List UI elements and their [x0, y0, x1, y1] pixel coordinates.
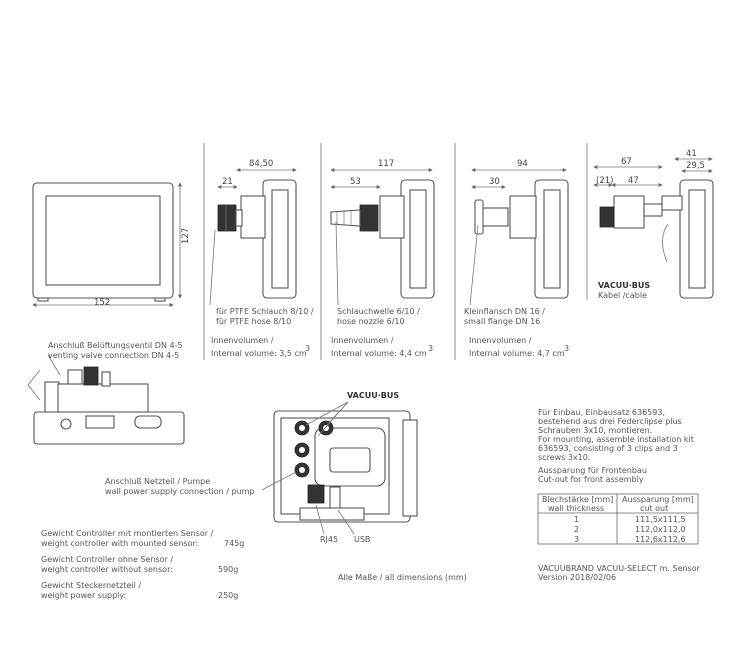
- install-notes: Für Einbau, Einbausatz 636593, bestehend…: [538, 408, 694, 484]
- svg-text:94: 94: [517, 159, 528, 169]
- svg-text:weight power supply:: weight power supply:: [41, 591, 126, 600]
- svg-text:weight controller with mounted: weight controller with mounted sensor:: [41, 539, 198, 548]
- svg-text:250g: 250g: [218, 591, 238, 600]
- svg-text:117: 117: [378, 159, 394, 169]
- front-view: 152 127: [32, 182, 191, 308]
- power-label-en: wall power supply connection / pump: [105, 487, 254, 496]
- table-cell: 1: [574, 515, 579, 524]
- svg-text:41: 41: [686, 149, 697, 159]
- front-width-label: 152: [94, 298, 110, 308]
- svg-text:für PTFE Schlauch 8/10 /: für PTFE Schlauch 8/10 /: [216, 307, 314, 316]
- svg-text:VACUU·BUS: VACUU·BUS: [598, 281, 650, 290]
- svg-text:Für Einbau, Einbausatz 636593,: Für Einbau, Einbausatz 636593,: [538, 408, 665, 417]
- svg-text:29,5: 29,5: [686, 161, 705, 171]
- table-header-thickness-en: wall thickness: [548, 504, 604, 513]
- svg-text:Kleinflansch DN 16 /: Kleinflansch DN 16 /: [464, 307, 545, 316]
- svg-text:small flange DN 16: small flange DN 16: [464, 317, 540, 326]
- svg-text:21: 21: [222, 177, 233, 187]
- svg-text:Innenvolumen /: Innenvolumen /: [211, 336, 274, 345]
- back-view: VACUU·BUS Anschluß Netzteil / Pumpe wall…: [105, 391, 418, 544]
- svg-text:Innenvolumen /: Innenvolumen /: [469, 336, 532, 345]
- svg-text:3: 3: [428, 344, 433, 353]
- svg-text:VACUUBRAND VACUU-SELECT m. Sen: VACUUBRAND VACUU-SELECT m. Sensor: [538, 564, 701, 573]
- venting-valve-label-de: Anschluß Belüftungsventil DN 4-5: [48, 341, 183, 350]
- svg-text:Aussparung für Frontenbau: Aussparung für Frontenbau: [538, 466, 647, 475]
- svg-text:590g: 590g: [218, 565, 238, 574]
- svg-text:3: 3: [564, 344, 569, 353]
- table-header-cutout-en: cut out: [640, 504, 668, 513]
- svg-text:67: 67: [621, 157, 632, 167]
- svg-text:Cut-out for front assembly: Cut-out for front assembly: [538, 475, 644, 484]
- variant-ptfe-hose: 84,50 21 für PTFE Schlauch 8/10 / für PT…: [209, 159, 314, 358]
- table-header-thickness-de: Blechstärke [mm]: [542, 495, 613, 504]
- svg-text:screws 3x10.: screws 3x10.: [538, 453, 590, 462]
- variant-small-flange: 94 30 Kleinflansch DN 16 / small flange …: [464, 159, 569, 358]
- all-dimensions-note: Alle Maße / all dimensions (mm): [338, 573, 467, 582]
- table-cell: 3: [574, 535, 579, 544]
- svg-text:Schrauben 3x10, montieren.: Schrauben 3x10, montieren.: [538, 426, 652, 435]
- variant-vacuu-bus-cable: 67 41 29,5 (21) 47 VACUU·BUS Kabel /cabl…: [593, 149, 714, 300]
- table-cell: 2: [574, 525, 579, 534]
- weights-block: Gewicht Controller mit montierten Sensor…: [41, 529, 244, 600]
- svg-text:hose nozzle 6/10: hose nozzle 6/10: [337, 317, 405, 326]
- svg-text:53: 53: [350, 177, 361, 187]
- svg-text:bestehend aus drei Federclipse: bestehend aus drei Federclipse plus: [538, 417, 682, 426]
- svg-text:47: 47: [628, 176, 639, 186]
- variant-hose-nozzle: 117 53 Schlauchwelle 6/10 / hose nozzle …: [330, 159, 435, 358]
- table-cell: 112,6x112,6: [635, 535, 686, 544]
- svg-text:weight controller without sens: weight controller without sensor:: [41, 565, 173, 574]
- svg-text:Gewicht Controller mit montier: Gewicht Controller mit montierten Sensor…: [41, 529, 214, 538]
- svg-text:For mounting, assemble install: For mounting, assemble installation kit: [538, 435, 694, 444]
- svg-text:Kabel /cable: Kabel /cable: [598, 291, 647, 300]
- svg-text:Internal volume: 4,7 cm: Internal volume: 4,7 cm: [469, 349, 565, 358]
- svg-text:30: 30: [489, 177, 500, 187]
- table-cell: 112,0x112,0: [635, 525, 686, 534]
- svg-text:Innenvolumen /: Innenvolumen /: [331, 336, 394, 345]
- power-label-de: Anschluß Netzteil / Pumpe: [105, 477, 210, 486]
- table-cell: 111,5x111,5: [635, 515, 686, 524]
- svg-text:636593, consisting of 3 clips: 636593, consisting of 3 clips and 3: [538, 444, 678, 453]
- footer: VACUUBRAND VACUU-SELECT m. Sensor Versio…: [538, 564, 701, 582]
- svg-text:Internal volume: 4,4 cm: Internal volume: 4,4 cm: [331, 349, 427, 358]
- venting-valve-label-en: venting valve connection DN 4-5: [48, 351, 179, 360]
- svg-text:Version 2018/02/06: Version 2018/02/06: [538, 573, 616, 582]
- svg-text:Gewicht Controller ohne Sensor: Gewicht Controller ohne Sensor /: [41, 555, 173, 564]
- svg-text:3: 3: [305, 344, 310, 353]
- side-view: Anschluß Belüftungsventil DN 4-5 venting…: [27, 341, 185, 445]
- cutout-table: Blechstärke [mm] wall thickness Aussparu…: [537, 493, 699, 545]
- table-header-cutout-de: Aussparung [mm]: [622, 495, 694, 504]
- separator-lines: [203, 143, 588, 360]
- svg-text:für PTFE hose 8/10: für PTFE hose 8/10: [216, 317, 291, 326]
- back-bus-label: VACUU·BUS: [347, 391, 399, 400]
- svg-text:Internal volume: 3,5 cm: Internal volume: 3,5 cm: [211, 349, 307, 358]
- rj45-label: RJ45: [320, 535, 338, 544]
- front-height-label: 127: [181, 228, 191, 244]
- svg-text:Schlauchwelle 6/10 /: Schlauchwelle 6/10 /: [337, 307, 420, 316]
- usb-label: USB: [354, 535, 370, 544]
- svg-text:745g: 745g: [224, 539, 244, 548]
- svg-text:84,50: 84,50: [249, 159, 273, 169]
- svg-text:(21): (21): [596, 176, 613, 186]
- svg-text:Gewicht Steckernetzteil /: Gewicht Steckernetzteil /: [41, 581, 141, 590]
